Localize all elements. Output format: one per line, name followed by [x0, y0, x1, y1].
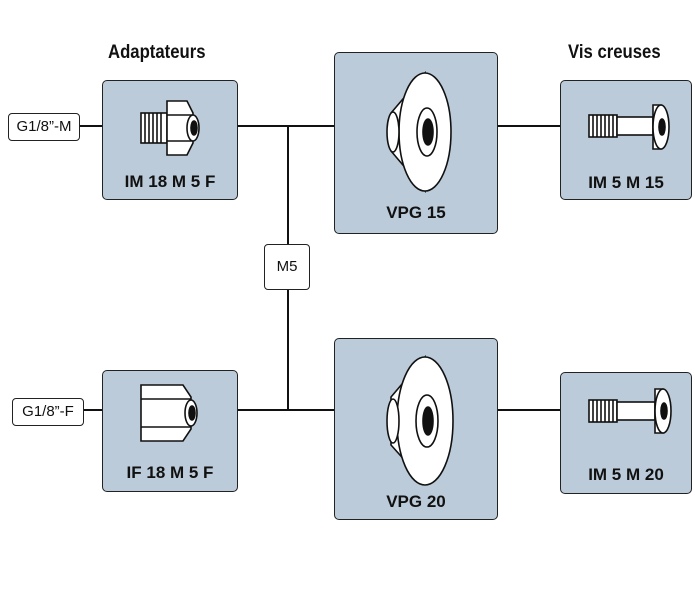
- screw-box-top: IM 5 M 15: [560, 80, 692, 200]
- hollow-screw-icon: [588, 388, 672, 434]
- screw-label-bottom: IM 5 M 20: [588, 465, 664, 484]
- port-g18-female: G1/8”-F: [12, 398, 84, 426]
- heading-hollow-screws: Vis creuses: [568, 42, 661, 63]
- adapter-box-top: IM 18 M 5 F: [102, 80, 238, 200]
- heading-adapters: Adaptateurs: [108, 42, 206, 63]
- cup-box-bottom: VPG 20: [334, 338, 498, 520]
- screw-label-top: IM 5 M 15: [588, 173, 664, 192]
- adapter-label-top: IM 18 M 5 F: [124, 172, 216, 191]
- cup-box-top: VPG 15: [334, 52, 498, 234]
- cup-label-bottom: VPG 20: [386, 492, 446, 511]
- adapter-label-bottom: IF 18 M 5 F: [126, 463, 214, 482]
- port-m5: M5: [264, 244, 310, 290]
- female-adapter-icon: [140, 384, 198, 442]
- suction-cup-icon: [386, 354, 454, 486]
- screw-box-bottom: IM 5 M 20: [560, 372, 692, 494]
- port-g18-male: G1/8”-M: [8, 113, 80, 141]
- adapter-box-bottom: IF 18 M 5 F: [102, 370, 238, 492]
- male-adapter-icon: [140, 100, 200, 156]
- cup-label-top: VPG 15: [386, 203, 446, 222]
- suction-cup-icon: [386, 70, 452, 194]
- hollow-screw-icon: [588, 104, 670, 150]
